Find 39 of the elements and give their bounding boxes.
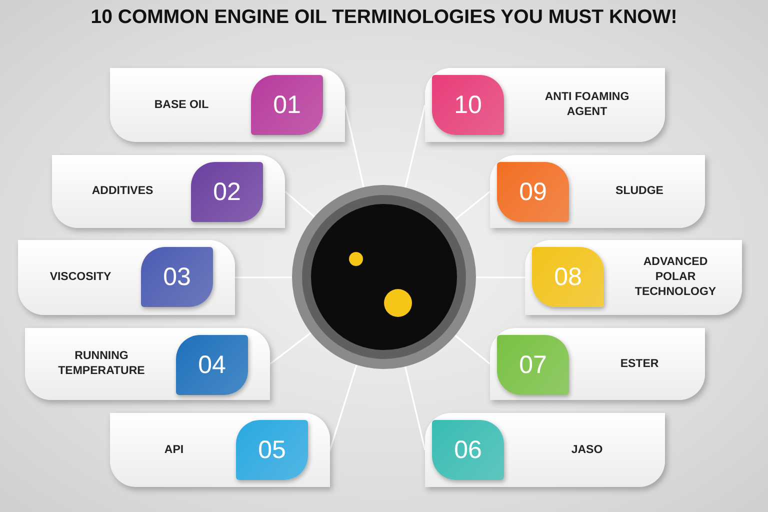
term-label: BASE OIL	[154, 98, 209, 112]
term-card	[110, 413, 330, 487]
term-card	[52, 155, 285, 228]
connector-line	[455, 190, 490, 220]
term-label: VISCOSITY	[50, 270, 112, 285]
title: 10 COMMON ENGINE OIL TERMINOLOGIES YOU MUST KNOW!	[90, 6, 678, 29]
connector-line	[329, 364, 358, 450]
term-card	[25, 328, 270, 400]
connector-line	[454, 334, 490, 365]
term-label: SLUDGE	[616, 184, 664, 199]
connector-line	[404, 104, 426, 188]
term-label: ADVANCED POLAR TECHNOLOGY	[634, 255, 718, 300]
connector-line	[404, 366, 426, 450]
term-label: RUNNING TEMPERATURE	[57, 349, 146, 379]
term-card	[425, 413, 665, 487]
number-badge: 07	[497, 335, 569, 395]
number-badge: 06	[432, 420, 504, 480]
term-label: API	[164, 442, 184, 458]
term-label: JASO	[571, 442, 603, 458]
term-card	[490, 155, 705, 228]
term-label: ADDITIVES	[92, 184, 154, 199]
term-label: ANTI FOAMING AGENT	[544, 90, 630, 120]
connector-line	[284, 190, 315, 218]
connector-line	[344, 104, 364, 188]
term-card	[425, 68, 665, 142]
term-card	[490, 328, 705, 400]
number-badge: 09	[497, 162, 569, 222]
number-badge: 04	[176, 335, 248, 395]
term-card	[110, 68, 345, 142]
number-badge: 01	[251, 75, 323, 135]
number-badge: 03	[141, 247, 213, 307]
connector-line	[270, 332, 312, 365]
number-badge: 08	[532, 247, 604, 307]
term-label: ESTER	[620, 356, 659, 372]
number-badge: 10	[432, 75, 504, 135]
term-card	[525, 240, 742, 315]
number-badge: 02	[191, 162, 263, 222]
term-card	[18, 240, 235, 315]
number-badge: 05	[236, 420, 308, 480]
